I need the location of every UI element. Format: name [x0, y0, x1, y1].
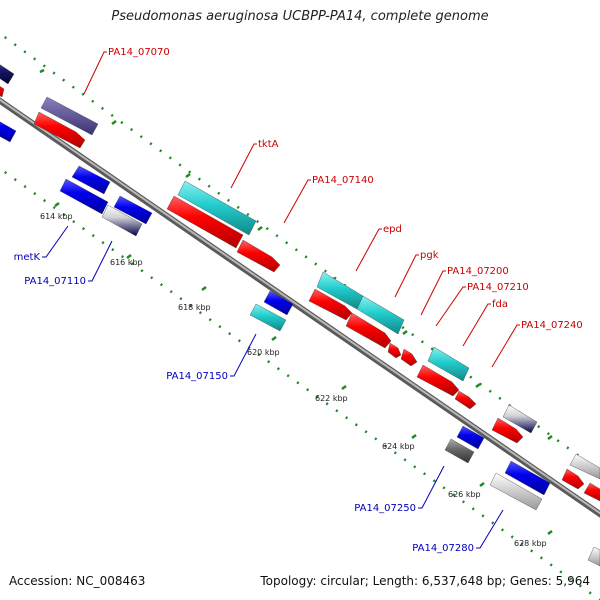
gene-feature[interactable]	[400, 348, 418, 367]
gene-feature[interactable]	[345, 312, 392, 349]
outer-major-ticks	[39, 68, 553, 440]
gene-feature[interactable]	[101, 204, 143, 237]
tick-label: 614 kbp	[40, 212, 73, 221]
gene-feature[interactable]	[40, 96, 99, 136]
tick-label: 628 kbp	[514, 539, 547, 548]
gene-feature[interactable]	[177, 180, 257, 236]
gene-feature[interactable]	[454, 390, 477, 410]
gene-feature[interactable]	[33, 111, 86, 149]
gene-feature[interactable]	[236, 239, 281, 273]
gene-label[interactable]: PA14_07250	[354, 503, 416, 514]
gene-label[interactable]: PA14_07110	[24, 276, 86, 287]
gene-feature[interactable]	[356, 295, 405, 335]
gene-feature[interactable]	[263, 290, 294, 316]
map-title: Pseudomonas aeruginosa UCBPP-PA14, compl…	[111, 9, 489, 24]
gene-label[interactable]: PA14_07070	[108, 47, 170, 58]
gene-label[interactable]: PA14_07210	[467, 282, 529, 293]
reverse-strand-genes	[0, 116, 600, 567]
gene-feature[interactable]	[0, 80, 5, 98]
gene-feature[interactable]	[456, 425, 485, 450]
gene-feature[interactable]	[416, 364, 460, 397]
gene-feature[interactable]	[427, 346, 470, 382]
reverse-label-leaders	[42, 225, 504, 549]
gene-label[interactable]: PA14_07280	[412, 543, 474, 554]
forward-label-leaders	[83, 51, 520, 368]
tick-label: 622 kbp	[315, 394, 348, 403]
gene-feature[interactable]	[387, 342, 402, 359]
inner-tick-track	[0, 167, 600, 600]
gene-feature[interactable]	[59, 178, 109, 215]
gene-feature[interactable]	[491, 417, 524, 444]
gene-label[interactable]: tktA	[258, 139, 279, 150]
gene-feature[interactable]	[444, 438, 475, 464]
gene-label[interactable]: pgk	[420, 250, 439, 261]
gene-feature[interactable]	[561, 468, 585, 490]
topology-text: Topology: circular; Length: 6,537,648 bp…	[260, 574, 590, 588]
tick-label: 624 kbp	[382, 442, 415, 451]
tick-label: 620 kbp	[247, 348, 280, 357]
gene-feature[interactable]	[504, 460, 551, 496]
tick-label: 626 kbp	[448, 490, 481, 499]
gene-feature[interactable]	[502, 404, 538, 434]
gene-label[interactable]: epd	[383, 224, 402, 235]
gene-label[interactable]: PA14_07140	[312, 175, 374, 186]
gene-feature[interactable]	[308, 288, 353, 321]
gene-feature[interactable]	[249, 303, 287, 332]
gene-label[interactable]: PA14_07240	[521, 320, 583, 331]
gene-feature[interactable]	[166, 195, 244, 249]
gene-feature[interactable]	[0, 58, 15, 85]
gene-feature[interactable]	[0, 116, 17, 143]
gene-feature[interactable]	[569, 453, 600, 480]
forward-strand-genes	[0, 58, 600, 502]
gene-feature[interactable]	[113, 195, 153, 225]
gene-label[interactable]: PA14_07150	[166, 371, 228, 382]
tick-label: 618 kbp	[178, 303, 211, 312]
gene-feature[interactable]	[489, 472, 543, 511]
gene-label[interactable]: metK	[14, 252, 41, 263]
accession-text: Accession: NC_008463	[9, 574, 146, 588]
gene-feature[interactable]	[71, 165, 111, 195]
gene-label[interactable]: PA14_07200	[447, 266, 509, 277]
gene-feature[interactable]	[587, 546, 600, 567]
gene-label[interactable]: fda	[492, 299, 508, 310]
gene-feature[interactable]	[583, 482, 600, 502]
tick-label: 616 kbp	[110, 258, 143, 267]
inner-major-ticks	[54, 202, 553, 535]
